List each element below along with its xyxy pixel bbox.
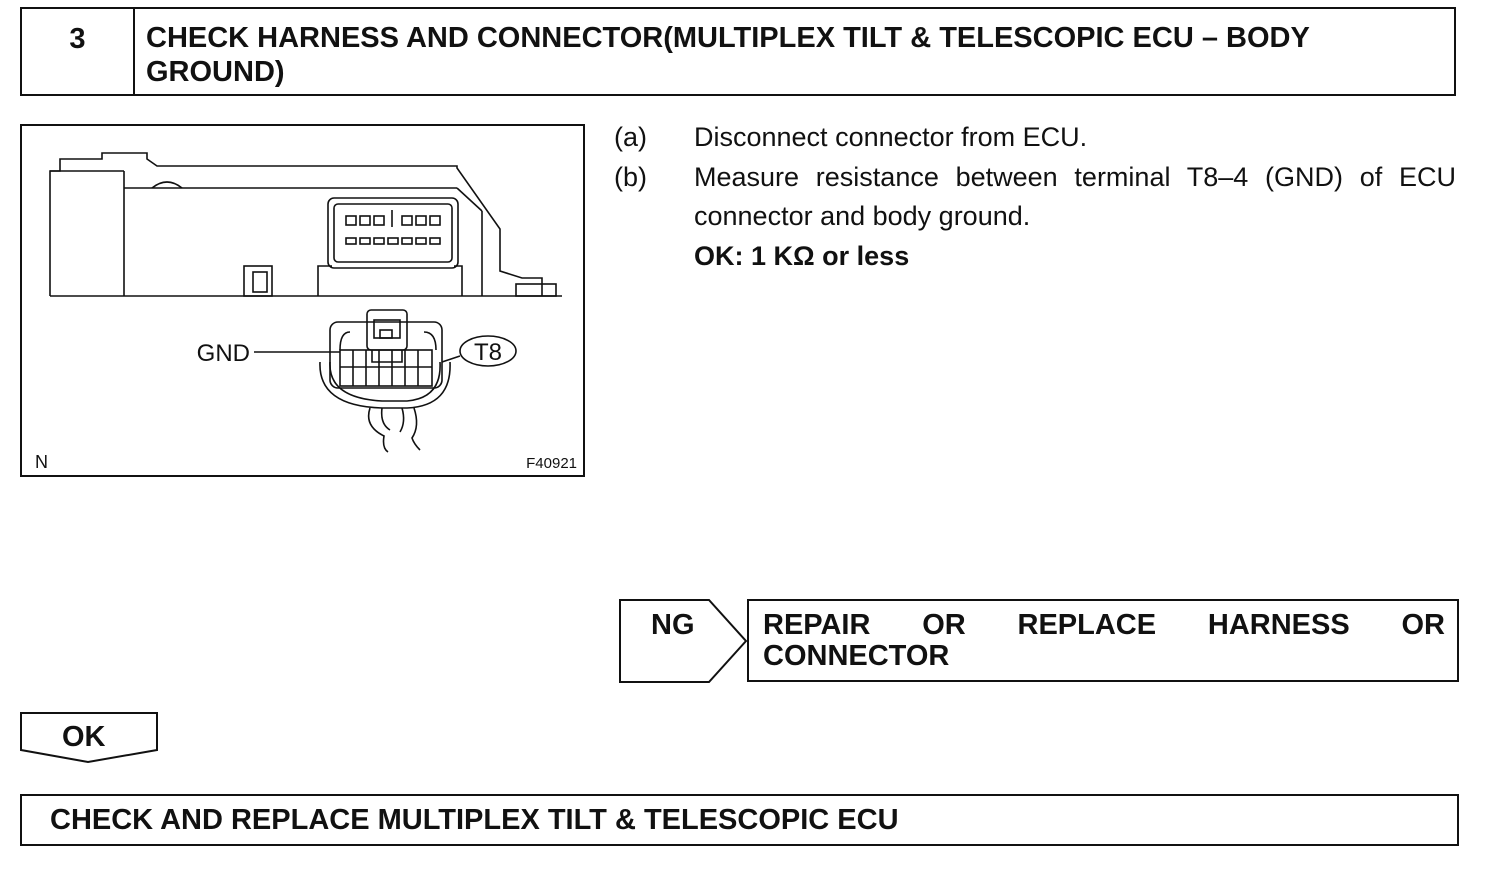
ecu-connector-drawing: T8 GND N F40921 (35, 152, 577, 472)
ok-result-text: CHECK AND REPLACE MULTIPLEX TILT & TELES… (50, 804, 899, 836)
ng-result-text: REPAIR OR REPLACE HARNESS OR CONNECTOR (763, 609, 1445, 672)
ng-label: NG (651, 609, 695, 641)
corner-label: N (35, 452, 48, 472)
ok-result-box: CHECK AND REPLACE MULTIPLEX TILT & TELES… (20, 794, 1459, 846)
ok-label: OK (62, 721, 106, 753)
connector-illustration: T8 GND N F40921 (20, 124, 585, 477)
instruction-b-text: Measure resistance between terminal T8–4… (694, 162, 1456, 231)
ng-result-box: REPAIR OR REPLACE HARNESS OR CONNECTOR (747, 599, 1459, 682)
connector-label-badge (459, 335, 517, 367)
step-number: 3 (69, 23, 86, 55)
ok-arrow-icon (20, 712, 158, 764)
step-title: CHECK HARNESS AND CONNECTOR(MULTIPLEX TI… (146, 22, 1310, 88)
ng-arrow-icon (619, 599, 747, 683)
figure-id: F40921 (526, 455, 577, 472)
step-number-cell: 3 (22, 9, 135, 94)
gnd-label: GND (197, 340, 250, 367)
step-header: 3 CHECK HARNESS AND CONNECTOR(MULTIPLEX … (20, 7, 1456, 96)
ok-criteria: OK: 1 KΩ or less (694, 241, 910, 271)
instruction-b-letter: (b) (614, 162, 647, 192)
connector-label: T8 (474, 339, 502, 366)
instruction-a-text: Disconnect connector from ECU. (694, 122, 1088, 152)
instruction-a-letter: (a) (614, 122, 647, 152)
